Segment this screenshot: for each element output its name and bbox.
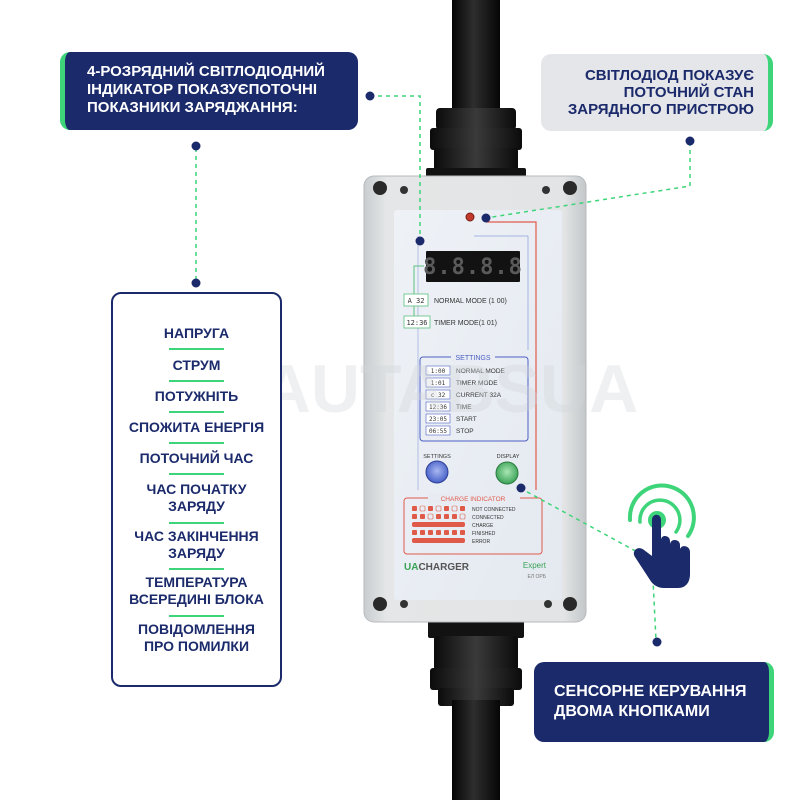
callout-line: Світлодіод показує xyxy=(584,67,754,84)
led-display-digits: 8.8.8.8 xyxy=(423,255,523,280)
display-button[interactable] xyxy=(495,461,519,485)
svg-text:NOT CONNECTED: NOT CONNECTED xyxy=(472,507,516,513)
svg-text:06:55: 06:55 xyxy=(429,428,447,435)
callout-line: зарядного пристрою xyxy=(567,101,754,118)
separator xyxy=(169,615,224,617)
brand-model: Expert xyxy=(523,561,547,570)
svg-text:CHARGE: CHARGE xyxy=(472,523,494,529)
svg-text:FINISHED: FINISHED xyxy=(472,531,496,537)
settings-rows: 1:00 NORMAL MODE 1:01 TIMER MODE c 32 CU… xyxy=(425,365,506,436)
brand-sub: ЕЛ ОРБ xyxy=(527,574,546,580)
touch-hand-icon xyxy=(627,483,696,588)
svg-text:12:36: 12:36 xyxy=(429,404,447,411)
cable-gland-top xyxy=(436,108,516,130)
separator xyxy=(169,380,224,382)
mode-code-timer: 12:36 xyxy=(406,319,427,327)
separator xyxy=(169,473,224,475)
settings-button-label: SETTINGS xyxy=(423,454,451,460)
screw xyxy=(373,181,387,195)
separator xyxy=(169,348,224,350)
callout-led-state: Світлодіод показує поточний стан зарядно… xyxy=(541,54,773,131)
parameter-power: Потужніть xyxy=(154,388,239,404)
svg-text:CONNECTED: CONNECTED xyxy=(472,515,504,521)
parameter-current: Струм xyxy=(172,357,221,373)
settings-button[interactable] xyxy=(425,460,449,484)
charge-indicator-rows: NOT CONNECTED CONNECTED CHARGE FINISHED … xyxy=(412,505,516,545)
svg-text:23:05: 23:05 xyxy=(429,416,447,423)
separator xyxy=(169,411,224,413)
svg-text:c 32: c 32 xyxy=(431,392,446,399)
parameter-current-time: Поточний час xyxy=(139,450,254,466)
callout-line: двома кнопками xyxy=(554,703,710,720)
watermark: AUTABSUA xyxy=(262,351,639,427)
status-led xyxy=(465,212,475,222)
parameters-list: Напруга Струм Потужніть Спожита енергія … xyxy=(111,292,282,687)
separator xyxy=(169,568,224,570)
svg-text:1:01: 1:01 xyxy=(431,380,446,387)
cable-bottom xyxy=(452,700,500,800)
mode-code-normal: A 32 xyxy=(408,297,425,305)
svg-text:1:00: 1:00 xyxy=(431,368,446,375)
charge-indicator-title: CHARGE INDICATOR xyxy=(441,496,506,503)
led-display xyxy=(426,251,520,282)
mode-label-normal: NORMAL MODE (1 00) xyxy=(434,298,507,305)
svg-text:START: START xyxy=(456,416,477,423)
separator xyxy=(169,522,224,524)
callout-led-indicator: 4-розрядний світлодіодний індикатор пока… xyxy=(60,52,358,130)
callout-line: 4-розрядний світлодіодний xyxy=(87,63,325,80)
svg-text:ERROR: ERROR xyxy=(472,539,490,545)
mode-label-timer: TIMER MODE(1 01) xyxy=(434,320,497,327)
callout-line: Сенсорне керування xyxy=(554,683,747,700)
parameter-voltage: Напруга xyxy=(163,325,230,341)
parameter-start-time: Час початку заряду xyxy=(146,481,247,514)
callout-line: індикатор показуєпоточні xyxy=(87,81,318,98)
parameter-temperature: Температура всередині блока xyxy=(129,574,264,607)
parameter-energy: Спожита енергія xyxy=(128,419,265,435)
svg-text:TIMER MODE: TIMER MODE xyxy=(456,380,498,387)
svg-text:STOP: STOP xyxy=(456,428,474,435)
brand-logo: UACHARGER xyxy=(404,562,470,573)
svg-text:CURRENT 32A: CURRENT 32A xyxy=(456,392,502,399)
svg-text:TIME: TIME xyxy=(456,404,472,411)
parameter-errors: Повідомлення про помилки xyxy=(138,621,255,654)
settings-title: SETTINGS xyxy=(455,355,490,362)
display-button-label: DISPLAY xyxy=(497,454,520,460)
cable-gland-bottom xyxy=(428,618,524,638)
callout-line: поточний стан xyxy=(623,84,754,101)
separator xyxy=(169,442,224,444)
callout-line: показники заряджання: xyxy=(87,99,298,116)
callout-touch-control: Сенсорне керування двома кнопками xyxy=(534,662,774,742)
connector-lines xyxy=(195,95,691,641)
svg-text:NORMAL MODE: NORMAL MODE xyxy=(456,368,506,375)
parameter-end-time: Час закінчення заряду xyxy=(134,528,259,561)
connector-dots xyxy=(191,91,695,647)
